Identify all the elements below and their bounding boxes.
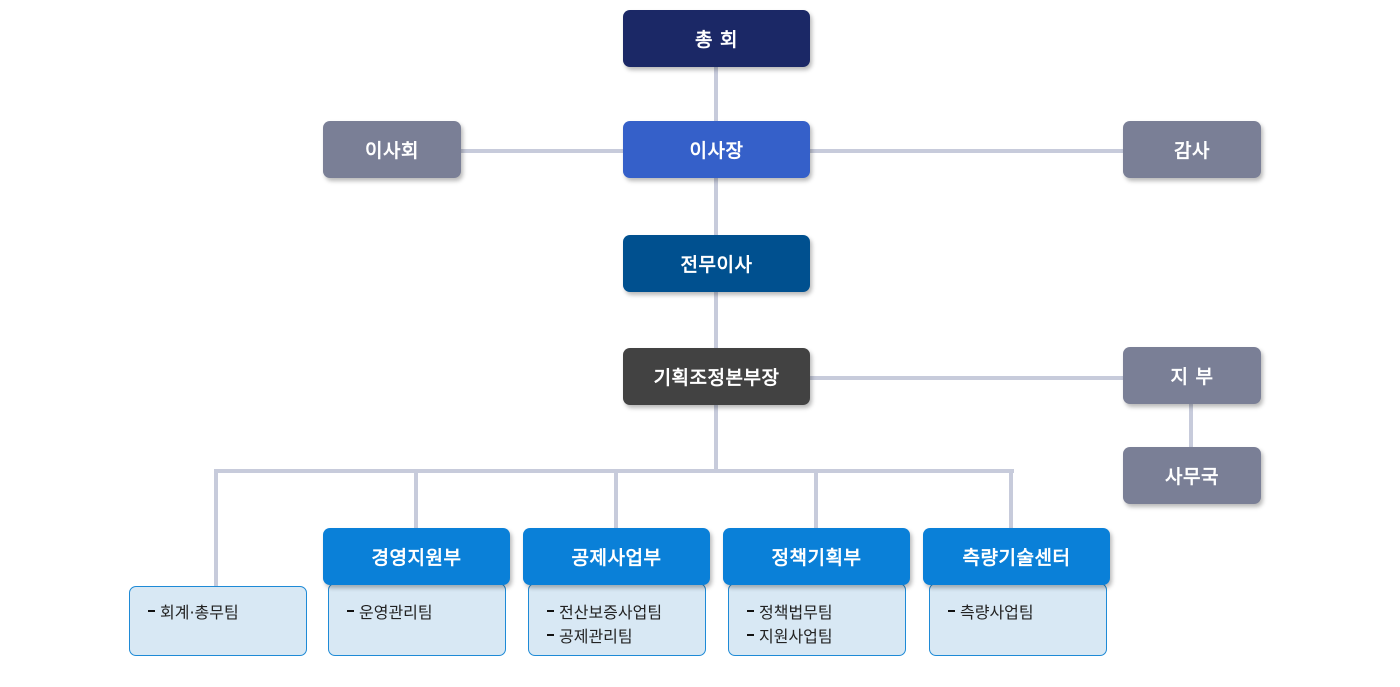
connector-line <box>814 469 818 529</box>
board-box: 이사회 <box>323 121 461 178</box>
team-item: 정책법무팀 <box>747 599 905 623</box>
connector-line <box>214 469 218 588</box>
dash-icon <box>948 610 955 612</box>
team-list-box: 회계·총무팀 <box>129 586 307 656</box>
team-item: 회계·총무팀 <box>148 599 306 623</box>
team-list-box: 운영관리팀 <box>328 583 506 656</box>
team-item: 공제관리팀 <box>547 623 705 647</box>
team-list-box: 정책법무팀 지원사업팀 <box>728 583 906 656</box>
president-box: 이사장 <box>623 121 810 178</box>
planning-head-box: 기획조정본부장 <box>623 348 810 405</box>
team-label: 운영관리팀 <box>359 603 433 622</box>
team-list-box: 측량사업팀 <box>929 583 1107 656</box>
department-box: 측량기술센터 <box>923 528 1110 585</box>
connector-line <box>1009 469 1013 529</box>
connector-line <box>414 469 418 529</box>
connector-line <box>614 469 618 529</box>
dash-icon <box>547 634 554 636</box>
dash-icon <box>747 610 754 612</box>
team-list-box: 전산보증사업팀 공제관리팀 <box>528 583 706 656</box>
team-label: 전산보증사업팀 <box>559 603 663 622</box>
team-item: 지원사업팀 <box>747 623 905 647</box>
department-box: 공제사업부 <box>523 528 710 585</box>
team-item: 운영관리팀 <box>347 599 505 623</box>
auditor-box: 감사 <box>1123 121 1261 178</box>
department-box: 경영지원부 <box>323 528 510 585</box>
connector-line <box>714 66 718 350</box>
connector-line <box>714 403 718 471</box>
team-label: 공제관리팀 <box>559 627 633 646</box>
connector-line <box>1189 402 1193 448</box>
connector-line <box>808 376 1124 380</box>
team-label: 측량사업팀 <box>960 603 1034 622</box>
general-assembly-box: 총 회 <box>623 10 810 67</box>
dash-icon <box>148 610 155 612</box>
dash-icon <box>547 610 554 612</box>
branch-box: 지 부 <box>1123 347 1261 404</box>
team-label: 지원사업팀 <box>759 627 833 646</box>
executive-director-box: 전무이사 <box>623 235 810 292</box>
dash-icon <box>347 610 354 612</box>
team-item: 전산보증사업팀 <box>547 599 705 623</box>
team-label: 회계·총무팀 <box>160 603 239 622</box>
team-label: 정책법무팀 <box>759 603 833 622</box>
branch-office-box: 사무국 <box>1123 447 1261 504</box>
team-item: 측량사업팀 <box>948 599 1106 623</box>
dash-icon <box>747 634 754 636</box>
department-box: 정책기획부 <box>723 528 910 585</box>
